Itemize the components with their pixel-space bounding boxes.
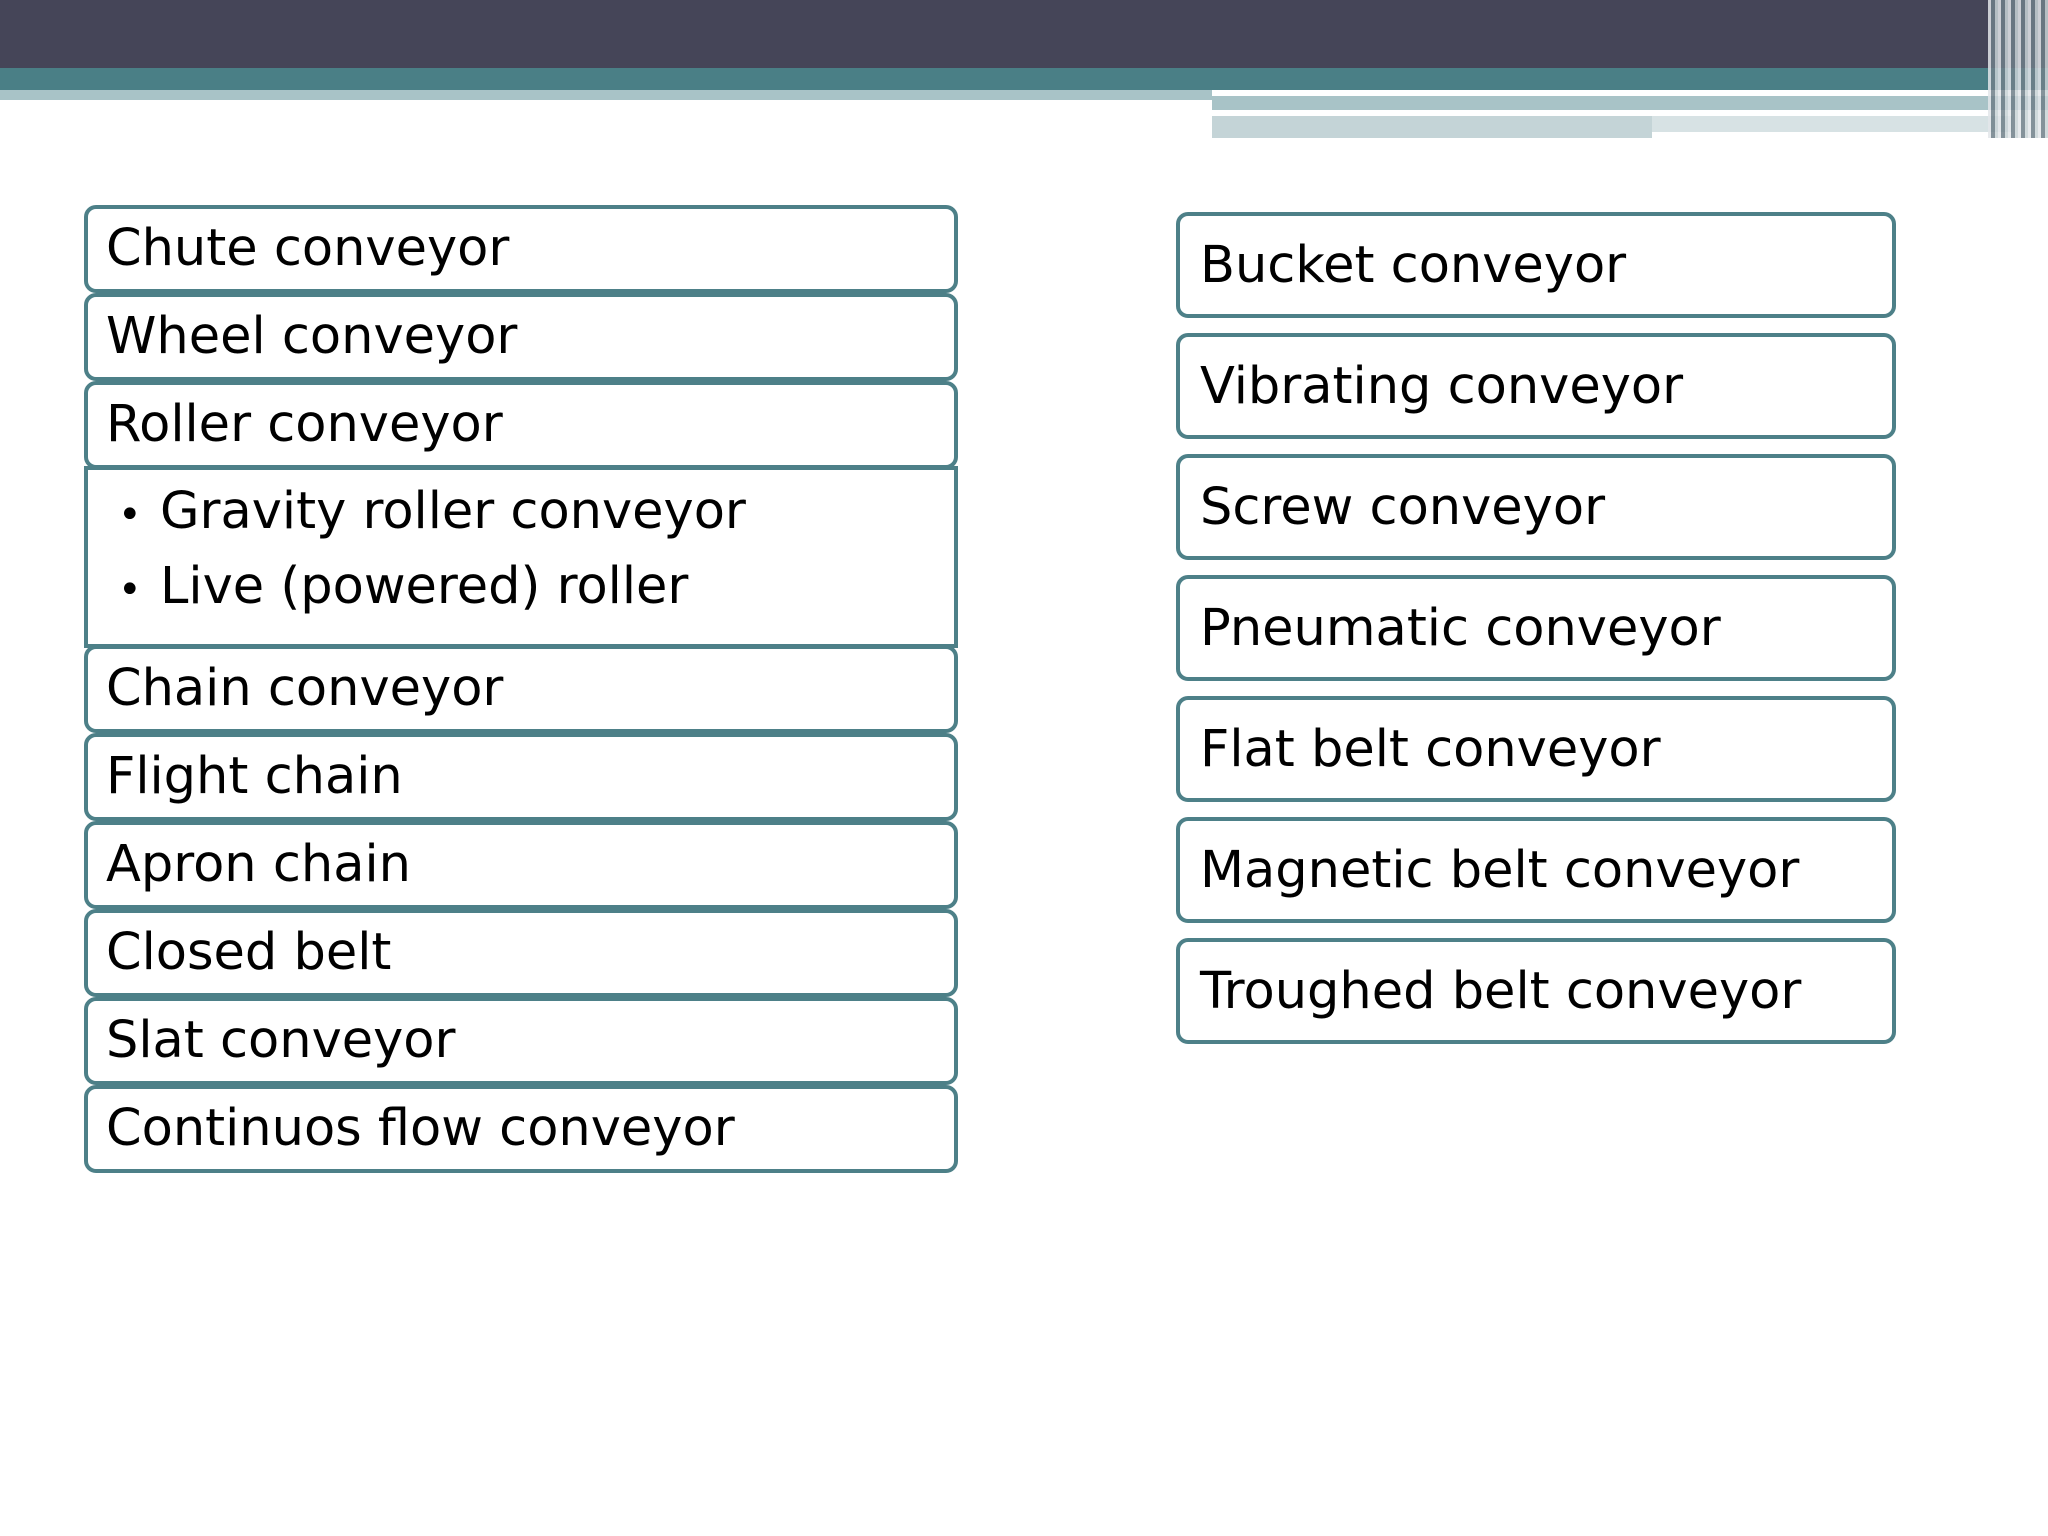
item-screw-conveyor: Screw conveyor <box>1176 454 1896 560</box>
item-bucket-conveyor: Bucket conveyor <box>1176 212 1896 318</box>
item-label: Vibrating conveyor <box>1200 357 1684 416</box>
item-flat-belt-conveyor: Flat belt conveyor <box>1176 696 1896 802</box>
item-chain-conveyor: Chain conveyor <box>84 645 958 733</box>
item-label: Magnetic belt conveyor <box>1200 841 1800 900</box>
header-bar-light-right <box>1212 96 2048 110</box>
item-label: Pneumatic conveyor <box>1200 599 1721 658</box>
item-label: Troughed belt conveyor <box>1200 962 1802 1021</box>
list-item: • Live (powered) roller <box>118 551 746 626</box>
bullet-icon: • <box>118 492 142 538</box>
item-wheel-conveyor: Wheel conveyor <box>84 293 958 381</box>
item-apron-chain: Apron chain <box>84 821 958 909</box>
list-item-label: Gravity roller conveyor <box>160 482 746 541</box>
item-label: Wheel conveyor <box>106 307 518 366</box>
item-label: Flat belt conveyor <box>1200 720 1661 779</box>
list-item-label: Live (powered) roller <box>160 557 689 616</box>
header-white-stripe <box>1212 110 1896 116</box>
bullet-icon: • <box>118 567 142 613</box>
item-label: Closed belt <box>106 923 392 982</box>
roller-subtypes-box: • Gravity roller conveyor • Live (powered)… <box>84 466 958 648</box>
roller-subtypes-list: • Gravity roller conveyor • Live (powered)… <box>118 476 746 626</box>
item-label: Bucket conveyor <box>1200 236 1627 295</box>
item-roller-conveyor: Roller conveyor <box>84 381 958 469</box>
item-label: Continuos flow conveyor <box>106 1099 735 1158</box>
item-label: Screw conveyor <box>1200 478 1606 537</box>
header-bar-light-bottom <box>1212 116 1652 138</box>
header-bar-teal <box>0 68 2048 90</box>
item-label: Flight chain <box>106 747 403 806</box>
item-closed-belt: Closed belt <box>84 909 958 997</box>
header-bar-light-left <box>0 90 1212 100</box>
item-continuos-flow-conveyor: Continuos flow conveyor <box>84 1085 958 1173</box>
header-ribbed-decoration <box>1988 0 2048 138</box>
item-label: Roller conveyor <box>106 395 503 454</box>
item-flight-chain: Flight chain <box>84 733 958 821</box>
header-bar-light-bottom-2 <box>1652 116 2012 132</box>
item-label: Chute conveyor <box>106 219 510 278</box>
item-slat-conveyor: Slat conveyor <box>84 997 958 1085</box>
item-vibrating-conveyor: Vibrating conveyor <box>1176 333 1896 439</box>
list-item: • Gravity roller conveyor <box>118 476 746 551</box>
item-troughed-belt-conveyor: Troughed belt conveyor <box>1176 938 1896 1044</box>
item-pneumatic-conveyor: Pneumatic conveyor <box>1176 575 1896 681</box>
item-chute-conveyor: Chute conveyor <box>84 205 958 293</box>
item-label: Slat conveyor <box>106 1011 456 1070</box>
item-magnetic-belt-conveyor: Magnetic belt conveyor <box>1176 817 1896 923</box>
item-label: Chain conveyor <box>106 659 504 718</box>
item-label: Apron chain <box>106 835 411 894</box>
header-bar-dark <box>0 0 2048 68</box>
